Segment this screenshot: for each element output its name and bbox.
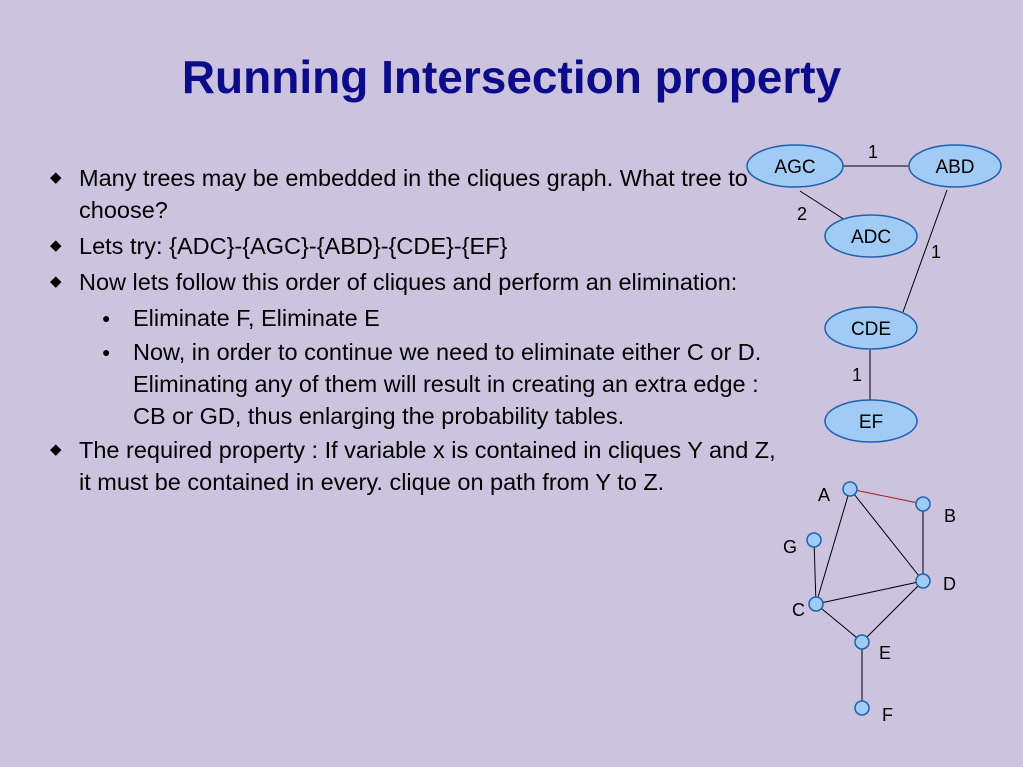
variable-label-e: E xyxy=(879,643,891,663)
variable-edge-d-e xyxy=(861,580,924,643)
clique-label-adc: ADC xyxy=(851,227,891,248)
clique-label-abd: ABD xyxy=(935,157,974,178)
dot-bullet-icon: ● xyxy=(102,310,111,326)
sub-bullet-text: Eliminate F, Eliminate E xyxy=(133,305,380,331)
edge-weight-agc-adc: 2 xyxy=(797,204,807,224)
bullet-text: The required property : If variable x is… xyxy=(79,437,776,495)
diamond-bullet-icon: ◆ xyxy=(50,273,62,290)
variable-label-b: B xyxy=(944,506,956,526)
bullet-text: Lets try: {ADC}-{AGC}-{ABD}-{CDE}-{EF} xyxy=(79,233,508,259)
bullet-item: ◆ The required property : If variable x … xyxy=(48,434,788,498)
clique-label-agc: AGC xyxy=(774,157,815,178)
variable-node-c xyxy=(808,596,824,612)
diamond-bullet-icon: ◆ xyxy=(50,237,62,254)
diamond-bullet-icon: ◆ xyxy=(50,441,62,458)
variable-edge-a-d xyxy=(849,488,924,582)
variable-label-c: C xyxy=(792,600,805,620)
variable-label-d: D xyxy=(943,574,956,594)
variable-graph-nodes xyxy=(806,481,931,716)
variable-node-d xyxy=(915,573,931,589)
clique-node-agc xyxy=(746,144,844,188)
variable-label-g: G xyxy=(783,537,797,557)
bullet-text: Now lets follow this order of cliques an… xyxy=(79,269,738,295)
clique-edge-agc-adc xyxy=(799,190,846,221)
page-title: Running Intersection property xyxy=(181,51,842,103)
clique-tree-edges xyxy=(799,165,948,400)
variable-label-a: A xyxy=(818,485,830,505)
edge-weight-cde-ef: 1 xyxy=(852,365,862,385)
bullet-text: Many trees may be embedded in the clique… xyxy=(79,165,748,223)
variable-node-b xyxy=(915,496,931,512)
edge-weights: 1 2 1 1 xyxy=(797,142,941,385)
variable-graph-edges xyxy=(813,488,924,708)
bullet-list: ◆ Many trees may be embedded in the cliq… xyxy=(48,162,788,502)
variable-labels: A B G D C E F xyxy=(783,485,956,725)
sub-bullet-text: Now, in order to continue we need to eli… xyxy=(133,339,762,429)
clique-node-cde xyxy=(824,306,918,350)
bullet-item: ◆ Many trees may be embedded in the cliq… xyxy=(48,162,788,226)
variable-edge-a-c xyxy=(815,488,851,605)
variable-edge-c-d xyxy=(815,580,924,605)
variable-edge-c-e xyxy=(815,603,863,643)
variable-edge-g-c xyxy=(813,539,817,605)
dot-bullet-icon: ● xyxy=(102,344,111,360)
clique-label-cde: CDE xyxy=(851,319,891,340)
sub-bullet-item: ● Now, in order to continue we need to e… xyxy=(48,336,788,432)
clique-edge-abd-cde xyxy=(902,189,948,313)
bullet-item: ◆ Lets try: {ADC}-{AGC}-{ABD}-{CDE}-{EF} xyxy=(48,230,788,262)
bullet-item: ◆ Now lets follow this order of cliques … xyxy=(48,266,788,298)
sub-bullet-item: ● Eliminate F, Eliminate E xyxy=(48,302,788,334)
variable-label-f: F xyxy=(882,705,893,725)
clique-node-adc xyxy=(824,214,918,258)
variable-edge-a-b xyxy=(849,488,924,505)
variable-node-f xyxy=(854,700,870,716)
clique-label-ef: EF xyxy=(859,412,883,433)
clique-nodes: AGC ABD ADC CDE EF xyxy=(746,144,1002,443)
diamond-bullet-icon: ◆ xyxy=(50,169,62,186)
variable-node-e xyxy=(854,634,870,650)
variable-node-g xyxy=(806,532,822,548)
edge-weight-agc-abd: 1 xyxy=(868,142,878,162)
clique-node-ef xyxy=(824,399,918,443)
variable-node-a xyxy=(842,481,858,497)
clique-node-abd xyxy=(908,144,1002,188)
edge-weight-abd-cde: 1 xyxy=(931,242,941,262)
